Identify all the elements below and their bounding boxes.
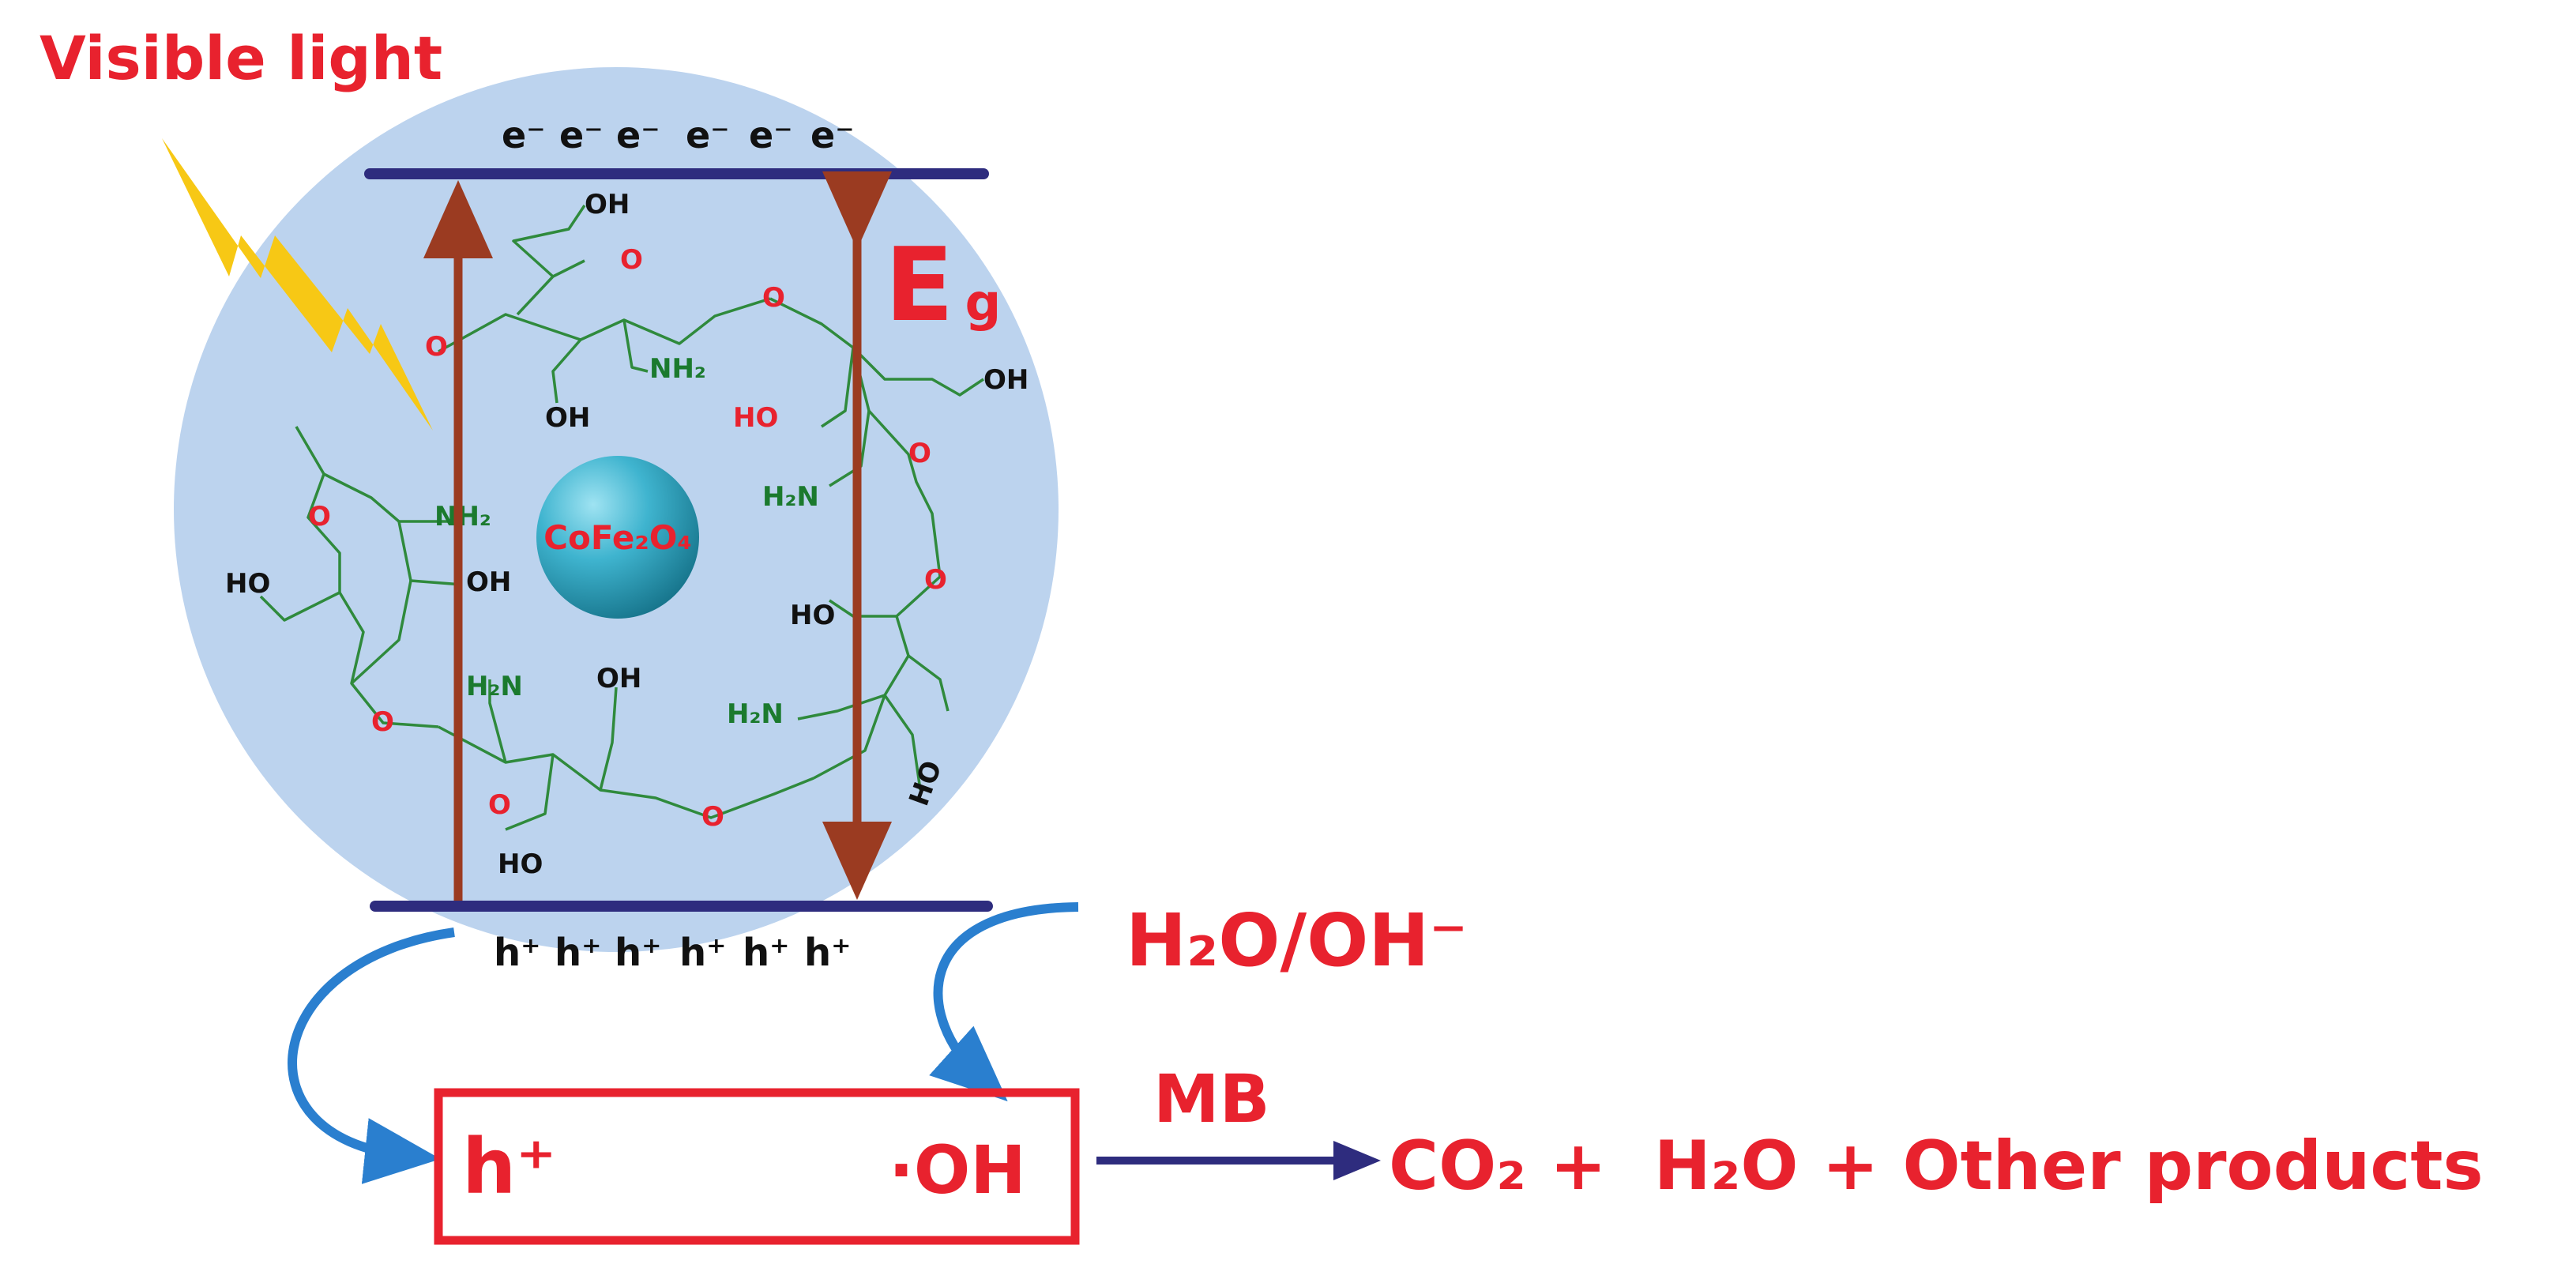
- chem-oh: OH: [983, 364, 1029, 396]
- chem-oh: OH: [596, 663, 641, 694]
- electrons-row: e⁻ e⁻ e⁻ e⁻ e⁻ e⁻: [502, 114, 854, 156]
- lightning-bolt-icon: [162, 138, 433, 431]
- water-oxidation-arrow: [929, 902, 1079, 1102]
- chem-o: O: [908, 438, 931, 469]
- chem-h2n: H₂N: [466, 671, 523, 702]
- reagent-label: MB: [1153, 1060, 1270, 1138]
- bandgap-sub: g: [965, 274, 1001, 333]
- electron-label: e⁻: [559, 114, 603, 156]
- box-hydroxyl-label: ·OH: [889, 1131, 1026, 1209]
- hole-label: h⁺: [555, 931, 602, 975]
- hole-label: h⁺: [615, 931, 662, 975]
- chem-h2n: H₂N: [762, 481, 819, 513]
- products-label: CO₂ + H₂O + Other products: [1389, 1127, 2484, 1206]
- holes-row: h⁺ h⁺ h⁺ h⁺ h⁺ h⁺: [494, 931, 852, 975]
- hole-label: h⁺: [743, 931, 790, 975]
- chem-nh2: NH₂: [649, 353, 706, 385]
- hole-label: h⁺: [804, 931, 852, 975]
- chem-o: O: [620, 244, 643, 276]
- visible-light-label: Visible light: [39, 23, 442, 93]
- chem-oh: OH: [545, 402, 590, 434]
- box-hole-label: h⁺: [462, 1123, 556, 1211]
- chem-o: O: [488, 789, 511, 821]
- chem-o: O: [425, 331, 448, 363]
- electron-label: e⁻: [749, 114, 792, 156]
- chem-o: O: [371, 706, 394, 738]
- chem-o: O: [762, 282, 785, 314]
- molecule-labels: OH O O O NH₂ OH OH HO O H₂N NH₂ O HO OH …: [225, 189, 1029, 880]
- reactive-species-box: [434, 1088, 1080, 1245]
- electron-label: e⁻: [616, 114, 660, 156]
- hole-label: h⁺: [494, 931, 541, 975]
- cofe2o4-label: CoFe₂O₄: [543, 518, 692, 557]
- electron-label: e⁻: [686, 114, 729, 156]
- chem-ho: HO: [733, 402, 778, 434]
- cofe2o4-nanoparticle: [536, 456, 699, 619]
- hole-label: h⁺: [679, 931, 727, 975]
- bandgap-e: E: [885, 227, 953, 344]
- chem-oh: OH: [466, 566, 511, 598]
- electron-label: e⁻: [502, 114, 545, 156]
- chem-o: O: [308, 501, 331, 532]
- chem-ho: HO: [790, 600, 835, 631]
- reactant-label: H₂O/OH⁻: [1126, 898, 1468, 983]
- electron-label: e⁻: [810, 114, 854, 156]
- hole-transfer-arrow: [288, 927, 455, 1184]
- chem-nh2: NH₂: [434, 501, 491, 532]
- chem-ho: HO: [498, 848, 543, 880]
- chem-o: O: [924, 564, 947, 596]
- chem-ho: HO: [225, 568, 270, 600]
- chem-o: O: [701, 801, 724, 833]
- chem-oh: OH: [585, 189, 630, 220]
- chem-h2n: H₂N: [727, 698, 784, 730]
